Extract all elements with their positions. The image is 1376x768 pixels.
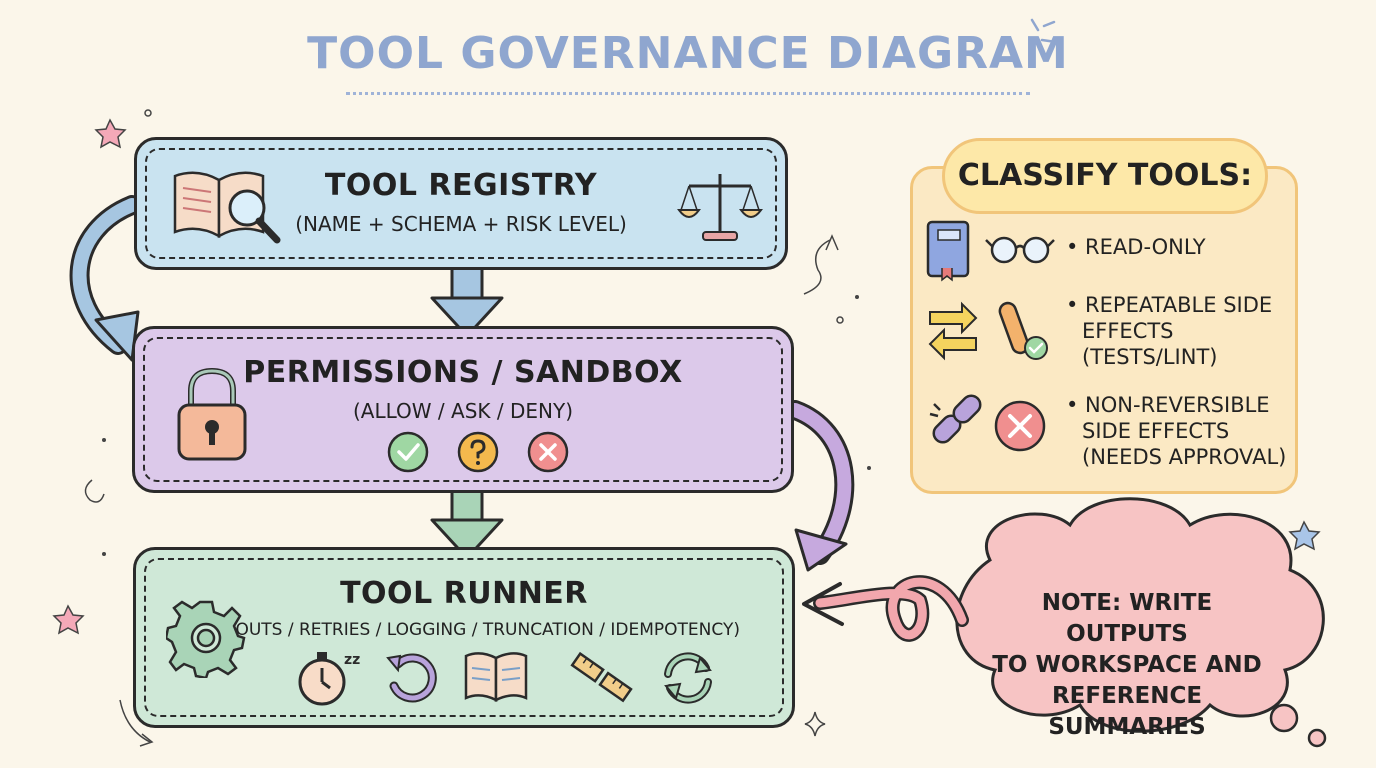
log-book-icon bbox=[464, 652, 528, 703]
permissions-title: PERMISSIONS / SANDBOX bbox=[243, 355, 683, 390]
svg-text:zz: zz bbox=[344, 652, 360, 668]
classify-item-non-reversible: • NON-REVERSIBLE SIDE EFFECTS (NEEDS APP… bbox=[1066, 393, 1287, 469]
tool-runner-subtitle: (TIMEOUTS / RETRIES / LOGGING / TRUNCATI… bbox=[188, 620, 740, 640]
retry-icon bbox=[386, 653, 437, 703]
star-icon bbox=[52, 604, 85, 635]
test-tube-icon bbox=[998, 301, 1048, 360]
sparkle-icon bbox=[804, 711, 826, 737]
broken-ruler-icon bbox=[570, 651, 633, 703]
refresh-icon bbox=[664, 652, 712, 704]
permissions-sandbox-panel: PERMISSIONS / SANDBOX (ALLOW / ASK / DEN… bbox=[132, 326, 794, 493]
star-icon bbox=[94, 118, 127, 149]
classify-icons bbox=[926, 220, 1055, 452]
gear-icon bbox=[166, 600, 246, 678]
broken-link-icon bbox=[929, 394, 982, 444]
book-magnifier-icon bbox=[173, 171, 281, 244]
swap-arrows-icon bbox=[928, 301, 978, 361]
note-text: NOTE: WRITE OUTPUTS TO WORKSPACE AND REF… bbox=[992, 590, 1262, 740]
permissions-subtitle: (ALLOW / ASK / DENY) bbox=[353, 399, 573, 423]
tool-runner-title: TOOL RUNNER bbox=[340, 576, 588, 611]
title-sparkle-icon bbox=[1030, 18, 1058, 44]
tool-registry-subtitle: (NAME + SCHEMA + RISK LEVEL) bbox=[295, 212, 627, 236]
classify-item-read-only: • READ-ONLY bbox=[1066, 235, 1206, 259]
padlock-icon bbox=[177, 367, 247, 461]
note-cloud bbox=[955, 497, 1327, 748]
tool-registry-panel: TOOL REGISTRY (NAME + SCHEMA + RISK LEVE… bbox=[134, 137, 788, 270]
down-arrow bbox=[430, 486, 504, 560]
tool-runner-panel: TOOL RUNNER (TIMEOUTS / RETRIES / LOGGIN… bbox=[133, 547, 795, 728]
title-underline bbox=[346, 92, 1030, 95]
deny-x-icon bbox=[994, 400, 1046, 452]
down-arrow bbox=[430, 260, 504, 338]
classify-tools-panel bbox=[910, 166, 1298, 494]
tool-registry-title: TOOL REGISTRY bbox=[324, 168, 598, 203]
question-icon bbox=[457, 431, 499, 473]
stopwatch-icon: zz bbox=[298, 652, 360, 706]
x-icon bbox=[527, 431, 569, 473]
scales-icon bbox=[677, 174, 763, 241]
classify-item-repeatable: • REPEATABLE SIDE EFFECTS (TESTS/LINT) bbox=[1066, 293, 1273, 369]
book-icon bbox=[926, 220, 970, 282]
glasses-icon bbox=[985, 236, 1055, 264]
classify-tools-heading: CLASSIFY TOOLS: bbox=[942, 138, 1268, 214]
star-icon bbox=[1288, 520, 1321, 551]
diagram-title: TOOL GOVERNANCE DIAGRAM bbox=[307, 28, 1069, 79]
check-icon bbox=[387, 431, 429, 473]
